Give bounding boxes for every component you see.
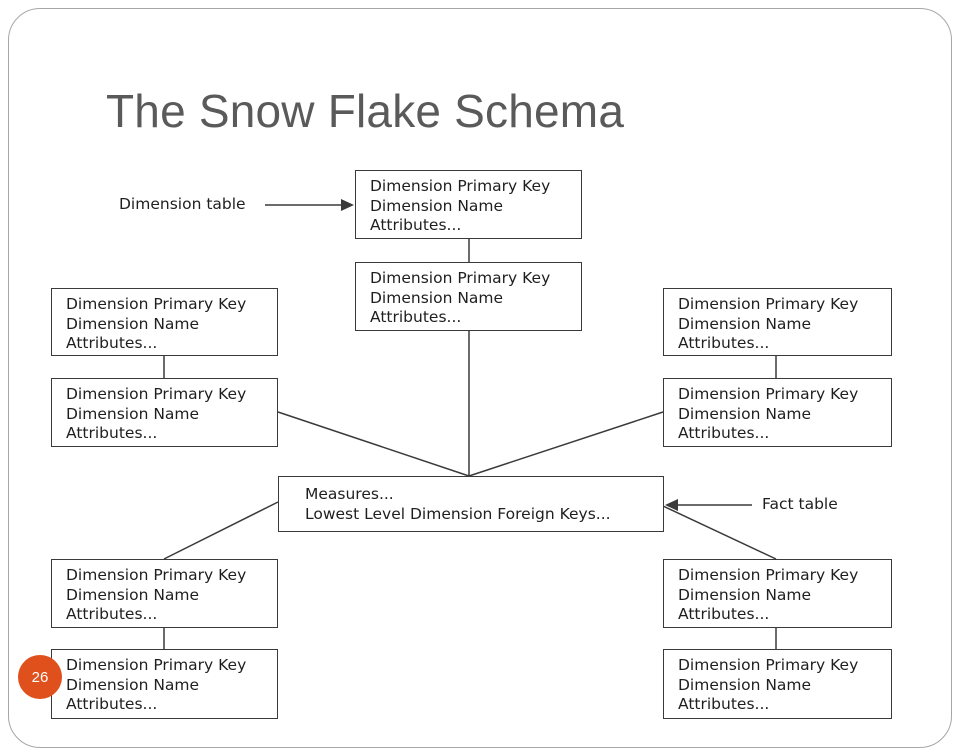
primary-key-text: Dimension Primary Key xyxy=(678,566,859,584)
fact-table-label: Fact table xyxy=(762,495,838,513)
primary-key-text: Dimension Primary Key xyxy=(370,177,551,195)
dimension-name-text: Dimension Name xyxy=(66,675,200,694)
attributes-text: Attributes... xyxy=(678,695,770,713)
connector-fact-to-lower-left xyxy=(163,501,279,560)
dimension-name-text: Dimension Name xyxy=(66,585,200,604)
primary-key-text: Dimension Primary Key xyxy=(678,656,859,674)
dimension-box-upper-right-1: Dimension Primary Key Dimension Name Att… xyxy=(663,288,892,356)
dimension-box-upper-right-2: Dimension Primary Key Dimension Name Att… xyxy=(663,378,892,447)
attributes-text: Attributes... xyxy=(678,334,770,352)
dimension-name-text: Dimension Name xyxy=(678,314,812,333)
fact-table-box: Measures... Lowest Level Dimension Forei… xyxy=(278,476,664,532)
connector-lines xyxy=(163,199,777,649)
primary-key-text: Dimension Primary Key xyxy=(66,295,247,313)
dimension-name-text: Dimension Name xyxy=(678,404,812,423)
dimension-box-upper-left-2: Dimension Primary Key Dimension Name Att… xyxy=(51,378,278,447)
dimension-box-lower-right-1: Dimension Primary Key Dimension Name Att… xyxy=(663,559,892,628)
attributes-text: Attributes... xyxy=(66,334,158,352)
dimension-box-lower-left-2: Dimension Primary Key Dimension Name Att… xyxy=(51,649,278,719)
attributes-text: Attributes... xyxy=(370,216,462,234)
dimension-table-label: Dimension table xyxy=(119,195,246,213)
measures-text: Measures... xyxy=(305,485,394,503)
dimension-box-lower-right-2: Dimension Primary Key Dimension Name Att… xyxy=(663,649,892,719)
primary-key-text: Dimension Primary Key xyxy=(678,385,859,403)
primary-key-text: Dimension Primary Key xyxy=(66,566,247,584)
attributes-text: Attributes... xyxy=(678,424,770,442)
attributes-text: Attributes... xyxy=(66,605,158,623)
dimension-box-top-2: Dimension Primary Key Dimension Name Att… xyxy=(355,262,582,331)
attributes-text: Attributes... xyxy=(66,695,158,713)
primary-key-text: Dimension Primary Key xyxy=(66,385,247,403)
dimension-table-arrowhead xyxy=(341,199,354,211)
dimension-name-text: Dimension Name xyxy=(66,404,200,423)
dimension-name-text: Dimension Name xyxy=(678,585,812,604)
dimension-name-text: Dimension Name xyxy=(370,288,504,307)
dimension-name-text: Dimension Name xyxy=(678,675,812,694)
connector-upper-left-to-fact xyxy=(277,411,470,477)
fact-table-arrowhead xyxy=(665,499,678,511)
primary-key-text: Dimension Primary Key xyxy=(66,656,247,674)
connector-upper-right-to-fact xyxy=(468,411,664,477)
primary-key-text: Dimension Primary Key xyxy=(678,295,859,313)
dimension-name-text: Dimension Name xyxy=(66,314,200,333)
connector-fact-to-lower-right xyxy=(662,505,777,560)
dimension-box-upper-left-1: Dimension Primary Key Dimension Name Att… xyxy=(51,288,278,356)
attributes-text: Attributes... xyxy=(66,424,158,442)
foreign-keys-text: Lowest Level Dimension Foreign Keys... xyxy=(305,504,611,523)
slide-title: The Snow Flake Schema xyxy=(106,85,625,137)
primary-key-text: Dimension Primary Key xyxy=(370,269,551,287)
dimension-name-text: Dimension Name xyxy=(370,196,504,215)
attributes-text: Attributes... xyxy=(370,308,462,326)
dimension-box-top-1: Dimension Primary Key Dimension Name Att… xyxy=(355,170,582,239)
slide-number-badge: 26 xyxy=(18,655,62,699)
attributes-text: Attributes... xyxy=(678,605,770,623)
dimension-box-lower-left-1: Dimension Primary Key Dimension Name Att… xyxy=(51,559,278,628)
